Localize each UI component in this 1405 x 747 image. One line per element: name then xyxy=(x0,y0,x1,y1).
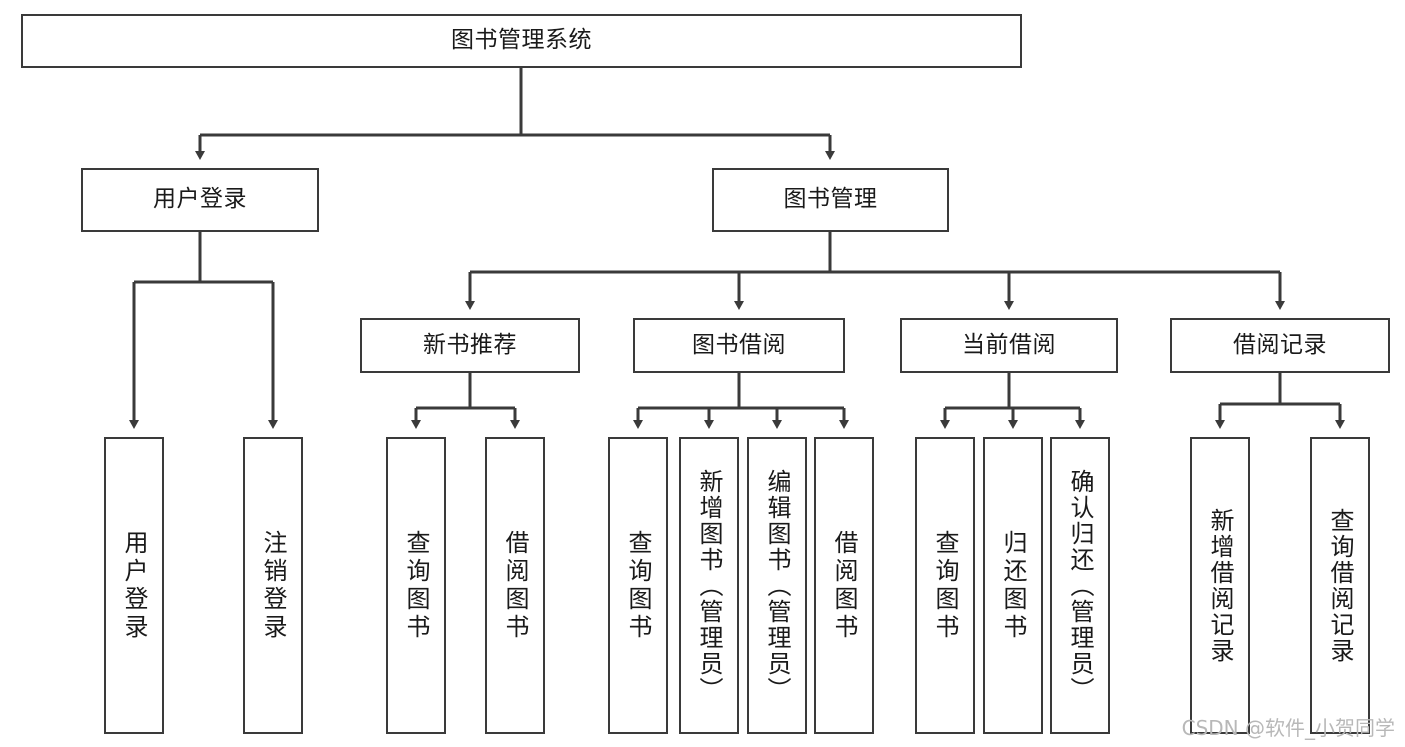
node-leaf-query-book-3-label: 查询图书 xyxy=(931,529,959,642)
node-leaf-borrow-book-2[interactable]: 借阅图书 xyxy=(814,437,874,734)
node-user-login-label: 用户登录 xyxy=(153,186,247,213)
node-borrow-record-label: 借阅记录 xyxy=(1233,331,1327,358)
node-leaf-query-book-3[interactable]: 查询图书 xyxy=(915,437,975,734)
node-book-borrow-label: 图书借阅 xyxy=(692,331,786,358)
node-leaf-add-book-label: 新增图书（管理员） xyxy=(695,468,723,703)
node-leaf-borrow-book-1-label: 借阅图书 xyxy=(501,529,529,642)
node-borrow-record[interactable]: 借阅记录 xyxy=(1170,318,1390,373)
node-leaf-user-login-label: 用户登录 xyxy=(120,529,148,642)
node-leaf-edit-book-label: 编辑图书（管理员） xyxy=(763,468,791,703)
node-leaf-query-record-label: 查询借阅记录 xyxy=(1326,507,1354,664)
node-leaf-borrow-book-1[interactable]: 借阅图书 xyxy=(485,437,545,734)
node-leaf-confirm-return[interactable]: 确认归还（管理员） xyxy=(1050,437,1110,734)
node-leaf-user-logout[interactable]: 注销登录 xyxy=(243,437,303,734)
csdn-watermark: CSDN @软件_小贺同学 xyxy=(1181,716,1395,740)
node-leaf-borrow-book-2-label: 借阅图书 xyxy=(830,529,858,642)
node-current-borrow-label: 当前借阅 xyxy=(962,331,1056,358)
node-leaf-return-book-label: 归还图书 xyxy=(999,529,1027,642)
node-leaf-user-login[interactable]: 用户登录 xyxy=(104,437,164,734)
node-root-label: 图书管理系统 xyxy=(451,27,592,54)
node-user-login[interactable]: 用户登录 xyxy=(81,168,319,232)
node-leaf-user-logout-label: 注销登录 xyxy=(259,529,287,642)
node-new-book-recommend[interactable]: 新书推荐 xyxy=(360,318,580,373)
node-root[interactable]: 图书管理系统 xyxy=(21,14,1022,68)
node-leaf-query-book-1[interactable]: 查询图书 xyxy=(386,437,446,734)
node-current-borrow[interactable]: 当前借阅 xyxy=(900,318,1118,373)
node-leaf-add-book[interactable]: 新增图书（管理员） xyxy=(679,437,739,734)
node-leaf-add-record-label: 新增借阅记录 xyxy=(1206,507,1234,664)
node-leaf-edit-book[interactable]: 编辑图书（管理员） xyxy=(747,437,807,734)
node-leaf-add-record[interactable]: 新增借阅记录 xyxy=(1190,437,1250,734)
node-leaf-query-record[interactable]: 查询借阅记录 xyxy=(1310,437,1370,734)
node-book-management-label: 图书管理 xyxy=(783,186,878,213)
node-leaf-query-book-2-label: 查询图书 xyxy=(624,529,652,642)
node-leaf-return-book[interactable]: 归还图书 xyxy=(983,437,1043,734)
node-leaf-query-book-1-label: 查询图书 xyxy=(402,529,430,642)
node-book-borrow[interactable]: 图书借阅 xyxy=(633,318,845,373)
node-leaf-query-book-2[interactable]: 查询图书 xyxy=(608,437,668,734)
node-new-book-recommend-label: 新书推荐 xyxy=(423,331,517,358)
node-leaf-confirm-return-label: 确认归还（管理员） xyxy=(1066,468,1094,703)
node-book-management[interactable]: 图书管理 xyxy=(712,168,949,232)
